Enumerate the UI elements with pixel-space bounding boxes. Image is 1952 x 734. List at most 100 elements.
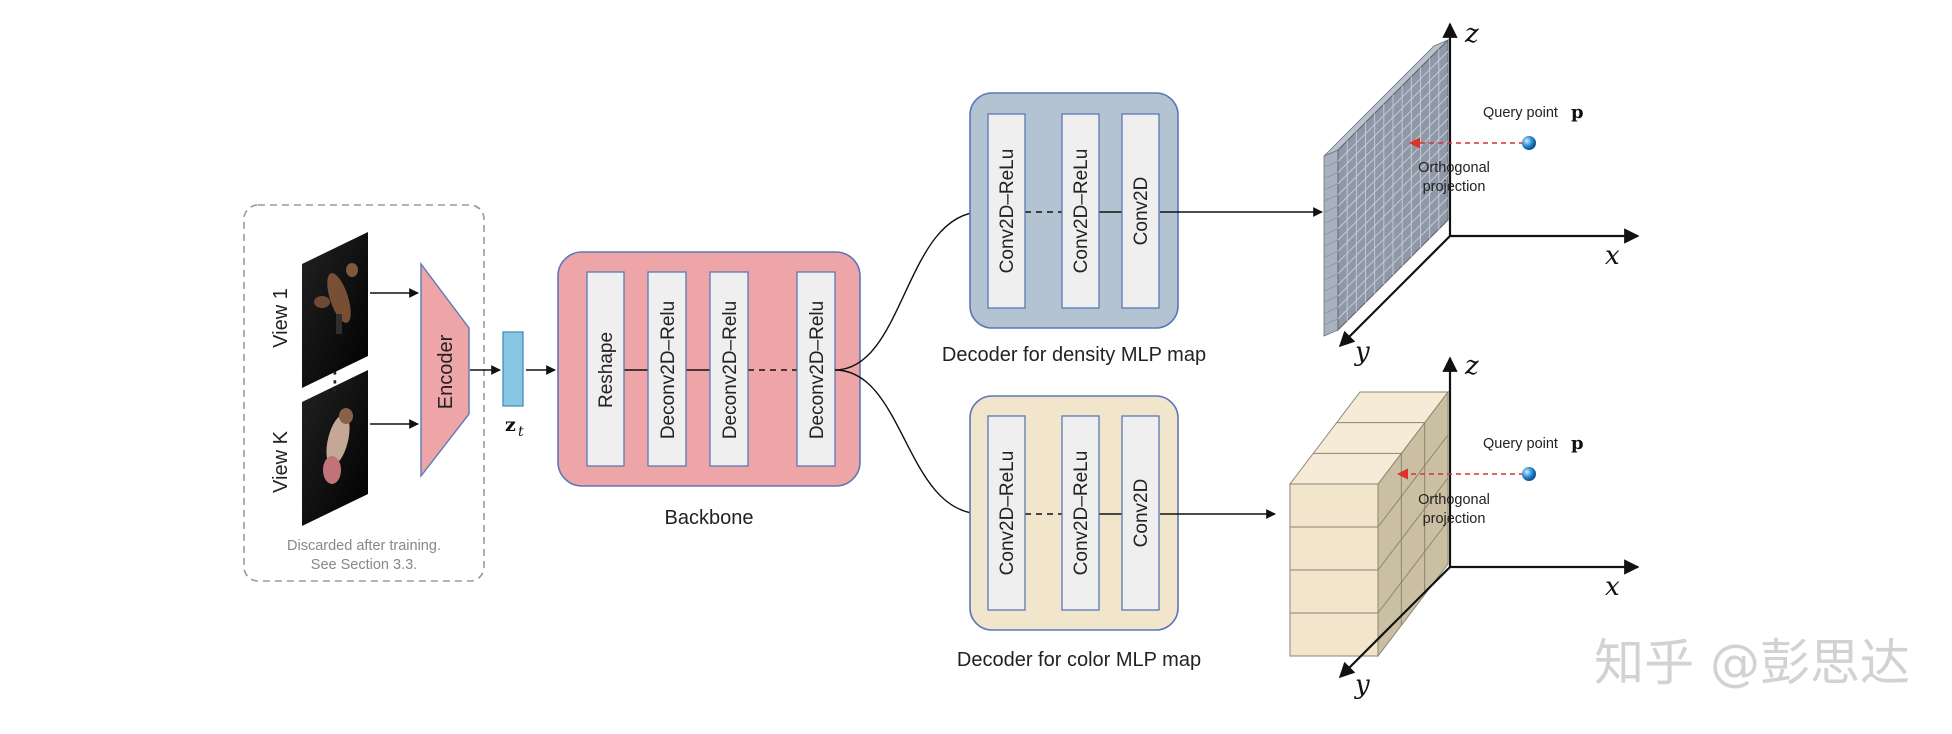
backbone-layer-label: Deconv2D–Relu [807,301,828,439]
grid-line [1323,205,1339,213]
grid-line [1337,118,1449,230]
cube-edge [1377,520,1449,614]
density-query-label: Query point [1483,105,1558,121]
color-decoder-caption: Decoder for color MLP map [957,649,1201,671]
encoder-label: Encoder [435,334,457,409]
latent-vector [502,331,524,407]
color-layer-label: Conv2D–ReLu [997,451,1018,576]
density-projection-label: projection [1423,179,1486,195]
color-query-symbol: p [1571,433,1584,454]
input-views-group: View 1 View K ⋮ Discarded after training… [243,204,485,582]
latent-label: z [505,414,516,436]
color-query-point [1522,467,1536,481]
grid-line [1337,50,1449,162]
discarded-note-line2: See Section 3.3. [311,557,417,573]
color-layer-label: Conv2D–ReLu [1071,451,1092,576]
grid-line [1323,250,1339,258]
grid-line [1337,95,1449,207]
color-projection-label: projection [1423,511,1486,527]
density-z-label: z [1464,19,1479,49]
backbone-box [557,251,861,487]
cube-edge [1377,477,1449,571]
backbone-to-density-arrow [834,207,983,371]
encoder-group: Encoder z t [420,261,556,479]
backbone-layer-reshape [586,271,625,467]
grid-line [1323,318,1339,326]
color-query-label: Query point [1483,436,1558,452]
grid-line [1337,185,1449,297]
view-1-label: View 1 [270,288,292,348]
grid-line [1323,194,1339,202]
discarded-region [243,204,485,582]
grid-line [1323,160,1339,168]
backbone-layer-deconv-2 [709,271,749,467]
density-3d-plot: z x y Query point p Orthogonal projectio… [1323,19,1640,367]
density-projection-label: Orthogonal [1418,160,1490,176]
encoder-trapezoid [420,261,470,479]
density-query-symbol: p [1571,102,1584,123]
discarded-note-line1: Discarded after training. [287,538,441,554]
color-layer-3 [1121,415,1160,611]
latent-subscript: t [518,424,524,440]
color-z-label: z [1464,351,1479,381]
color-y-label: y [1354,670,1370,700]
density-y-label: y [1354,337,1370,367]
grid-line [1337,174,1449,286]
density-query-point [1522,136,1536,150]
backbone-layer-label: Reshape [596,332,617,408]
watermark-text: 知乎 @彭思达 [1594,634,1910,692]
grid-line [1323,239,1339,247]
grid-line [1337,107,1449,218]
grid-line [1337,84,1449,196]
grid-line [1323,284,1339,292]
color-mlp-blocks [1288,390,1450,658]
grid-line [1323,228,1339,236]
grid-line [1323,307,1339,314]
grid-line [1337,73,1449,185]
backbone-group: Reshape Deconv2D–Relu Deconv2D–Relu Deco… [557,251,861,529]
color-x-label: x [1605,572,1620,602]
view-1-image [302,232,368,388]
color-3d-plot: z x y Query point p Orthogonal projectio… [1288,351,1640,700]
grid-line [1337,129,1449,241]
density-mlp-grid [1323,38,1449,337]
color-layer-1 [987,415,1026,611]
backbone-layer-label: Deconv2D–Relu [658,301,679,439]
backbone-caption: Backbone [665,507,754,529]
grid-line [1323,295,1339,303]
density-layer-2 [1061,113,1100,309]
density-layer-3 [1121,113,1160,309]
density-layer-label: Conv2D–ReLu [997,149,1018,274]
grid-line [1337,62,1449,173]
grid-line [1323,172,1339,179]
color-y-axis [1338,566,1451,679]
grid-line [1337,197,1449,308]
color-decoder-group: Conv2D–ReLu Conv2D–ReLu Conv2D Decoder f… [957,395,1276,671]
density-layer-1 [987,113,1026,309]
views-ellipsis: ⋮ [322,366,348,396]
density-decoder-group: Conv2D–ReLu Conv2D–ReLu Conv2D Decoder f… [942,92,1323,366]
cube-edge [1377,434,1449,528]
color-layer-2 [1061,415,1100,611]
density-layer-label: Conv2D–ReLu [1071,149,1092,274]
grid-line [1323,262,1339,269]
grid-line [1323,183,1339,191]
grid-line [1337,208,1449,320]
backbone-layer-deconv-1 [647,271,687,467]
color-projection-label: Orthogonal [1418,492,1490,508]
density-y-axis [1338,235,1451,348]
density-x-label: x [1605,241,1620,271]
backbone-layer-label: Deconv2D–Relu [720,301,741,439]
grid-line [1337,152,1449,263]
grid-line [1323,217,1339,224]
backbone-to-color-arrow [834,369,983,519]
density-decoder-caption: Decoder for density MLP map [942,344,1206,366]
view-k-label: View K [270,430,292,493]
view-k-image [302,370,368,526]
grid-line [1337,140,1449,252]
color-layer-label: Conv2D [1131,479,1152,548]
density-layer-label: Conv2D [1131,177,1152,246]
grid-line [1323,273,1339,281]
grid-line [1337,163,1449,275]
backbone-layer-deconv-3 [796,271,836,467]
